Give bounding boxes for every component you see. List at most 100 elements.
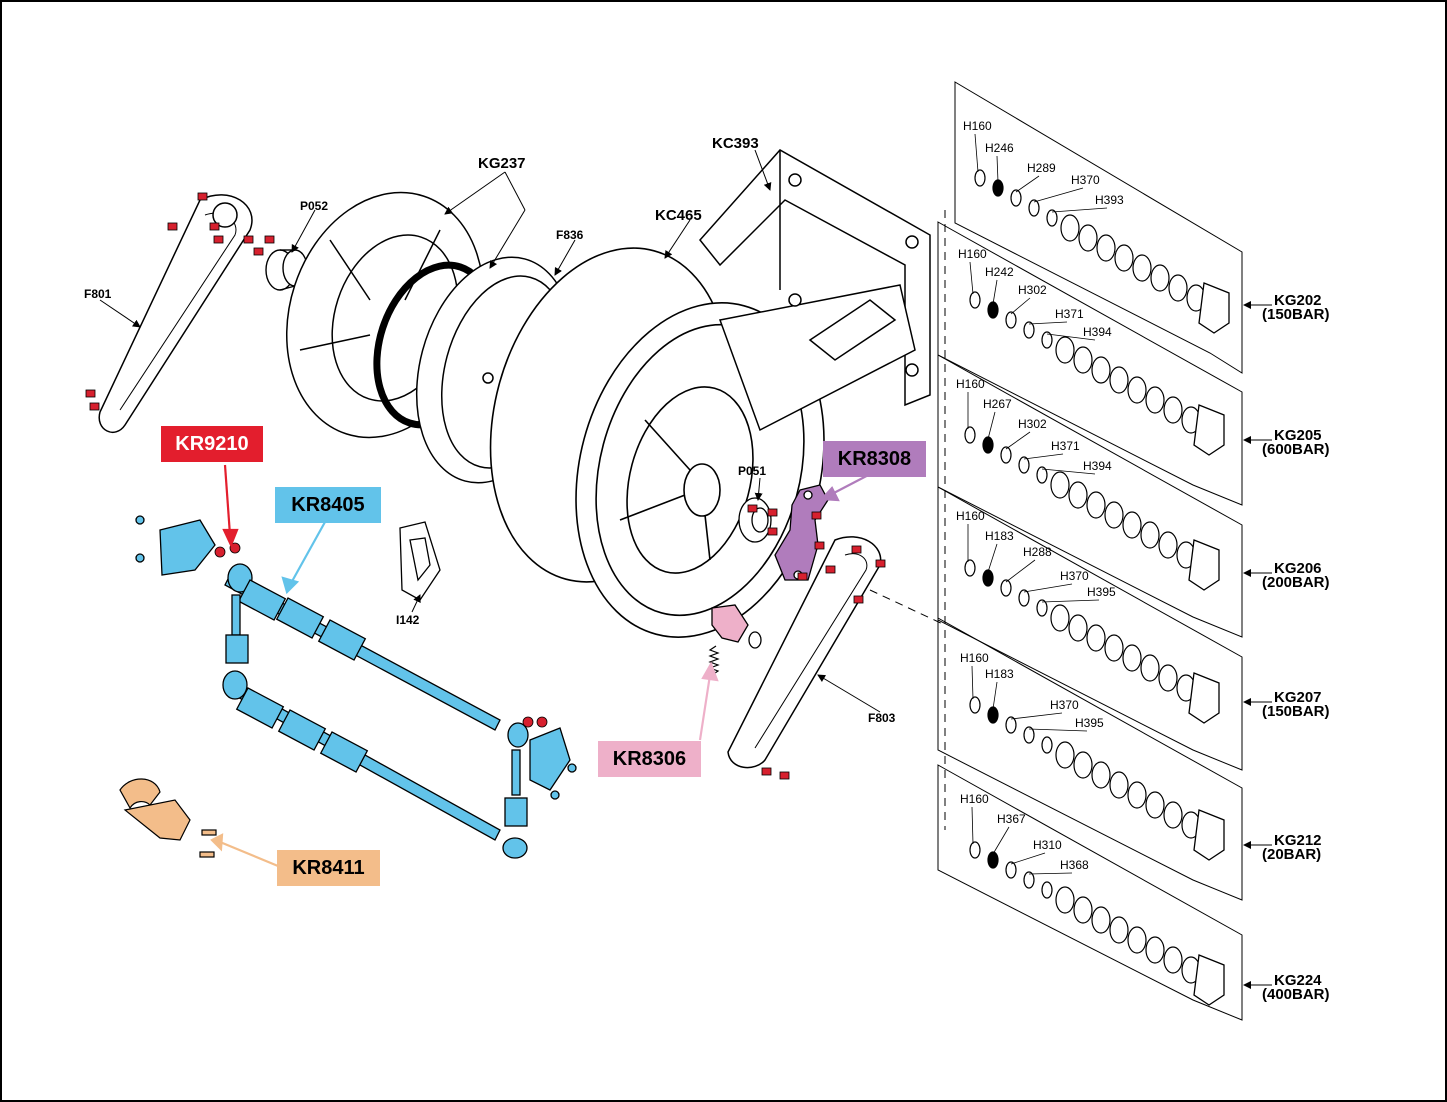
bracket-left-kr9210 (135, 515, 216, 576)
kit-part-label: H302 (1018, 417, 1047, 431)
kit-component (987, 706, 999, 724)
kit-pressure-label: (200BAR) (1262, 574, 1330, 591)
kit-component (982, 436, 994, 454)
kit-leader-line (1005, 431, 1031, 450)
kit-component (1010, 189, 1022, 207)
nuts-right-bracket (522, 716, 548, 728)
kit-component (1018, 589, 1030, 607)
kit-component (1023, 726, 1035, 744)
kit-panel-outline (937, 617, 1243, 901)
kit-code-label: KG207 (1274, 689, 1322, 706)
kit-pressure-label: (20BAR) (1262, 846, 1321, 863)
screws-f803 (761, 545, 886, 780)
kit-part-label: H160 (958, 247, 987, 261)
kit-leader-line (969, 261, 974, 295)
kit-component (1096, 234, 1116, 262)
kit-part-label: H394 (1083, 459, 1112, 473)
kit-component (974, 169, 986, 187)
callout-kr9210: KR9210 (161, 426, 263, 462)
kit-leader-line (974, 133, 979, 173)
kit-pressure-label: (150BAR) (1262, 306, 1330, 323)
kit-component (1000, 579, 1012, 597)
label-f803: F803 (868, 711, 896, 725)
kit-panel-outline (937, 486, 1243, 771)
kit-leader-line (1028, 872, 1073, 875)
kit-component (987, 301, 999, 319)
kit-pressure-label: (600BAR) (1262, 441, 1330, 458)
kit-component (1158, 664, 1178, 692)
label-p051: P051 (738, 464, 766, 478)
kit-leader-line (1028, 321, 1068, 325)
kit-component (1140, 521, 1160, 549)
kit-part-label: H310 (1033, 838, 1062, 852)
label-kc465: KC465 (655, 207, 702, 224)
kit-component (1041, 331, 1053, 349)
kit-component (1041, 881, 1053, 899)
kit-pressure-label: (400BAR) (1262, 986, 1330, 1003)
kit-component (1109, 916, 1129, 944)
kit-component (1140, 654, 1160, 682)
kit-component (1005, 311, 1017, 329)
kit-component (964, 426, 976, 444)
kit-component (1073, 751, 1093, 779)
leader-lines (99, 149, 881, 713)
kit-component (1078, 224, 1098, 252)
kit-part-label: H395 (1075, 716, 1104, 730)
kit-part-label: H160 (956, 377, 985, 391)
kit-leader-line (1041, 468, 1096, 475)
kit-part-label: H242 (985, 265, 1014, 279)
kit-component (1055, 336, 1075, 364)
kit-component (1055, 886, 1075, 914)
label-kg237: KG237 (478, 155, 526, 172)
kit-leader-line (1041, 599, 1100, 603)
kit-component (1150, 264, 1170, 292)
kit-component (1036, 466, 1048, 484)
kit-elbow-fitting (1193, 954, 1225, 1006)
kit-leader-line (1051, 207, 1108, 213)
kit-component (1055, 741, 1075, 769)
kit-component (1104, 634, 1124, 662)
kit-component (987, 851, 999, 869)
kit-leader-line (992, 681, 998, 710)
kit-leader-line (1023, 583, 1073, 593)
kit-code-label: KG205 (1274, 427, 1322, 444)
latch-kr8306 (711, 604, 762, 649)
kit-component (1023, 871, 1035, 889)
crank-arm-left (98, 194, 253, 433)
kit-component (1073, 346, 1093, 374)
kit-component (1163, 396, 1183, 424)
kit-code-label: KG202 (1274, 292, 1322, 309)
kit-part-label: H288 (1023, 545, 1052, 559)
hose-dashed-line (869, 210, 946, 830)
kit-panel-outline (954, 81, 1243, 374)
kit-part-label: H395 (1087, 585, 1116, 599)
kit-component (1122, 511, 1142, 539)
kit-component (1127, 781, 1147, 809)
kit-component (1060, 214, 1080, 242)
kit-code-label: KG224 (1274, 972, 1322, 989)
kit-leader-line (992, 279, 998, 305)
kit-part-label: H370 (1050, 698, 1079, 712)
kit-elbow-fitting (1193, 809, 1225, 861)
kit-component (1145, 936, 1165, 964)
kit-part-label: H370 (1071, 173, 1100, 187)
label-f836: F836 (556, 228, 584, 242)
kit-component (1068, 614, 1088, 642)
kit-leader-line (987, 543, 998, 573)
kit-part-label: H367 (997, 812, 1026, 826)
kit-elbow-fitting (1188, 539, 1220, 591)
kit-leader-line (1005, 559, 1036, 583)
kit-leader-line (1010, 852, 1046, 865)
kit-elbow-fitting (1188, 672, 1220, 724)
kit-panel-outline (937, 221, 1243, 506)
kit-component (1018, 456, 1030, 474)
kit-part-label: H160 (960, 792, 989, 806)
kit-component (1073, 896, 1093, 924)
kit-component (1145, 791, 1165, 819)
kit-part-label: H368 (1060, 858, 1089, 872)
kit-panels (937, 81, 1272, 1021)
kit-leader-line (1028, 728, 1088, 732)
kit-leader-line (1023, 453, 1064, 460)
